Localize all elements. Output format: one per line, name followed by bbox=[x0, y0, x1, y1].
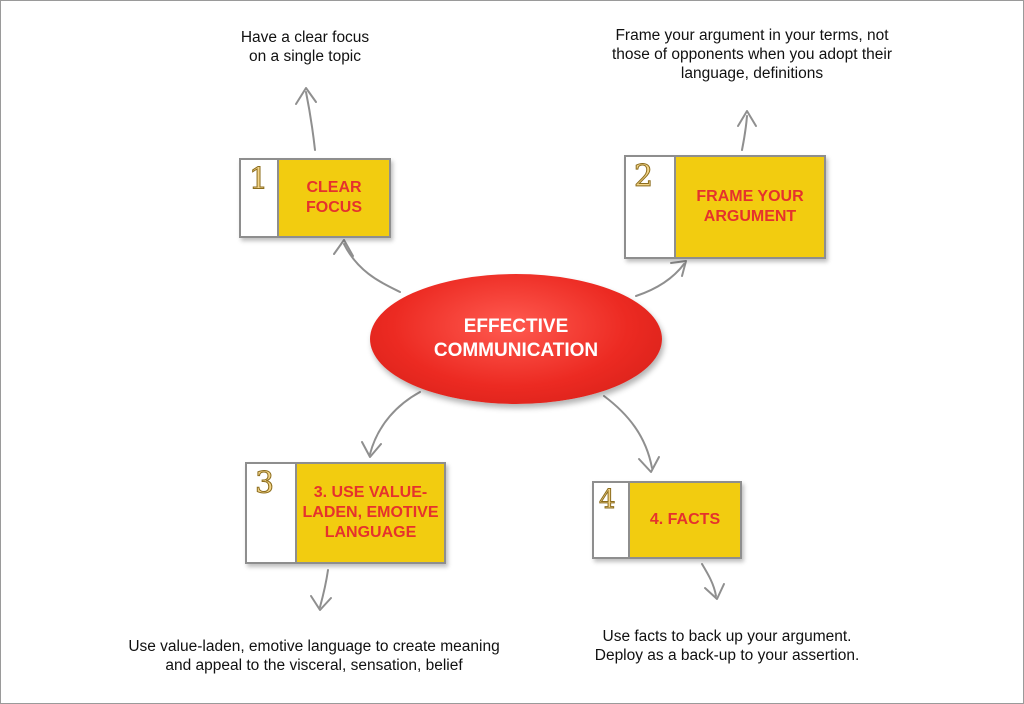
node-3-description: Use value-laden, emotive language to cre… bbox=[90, 637, 538, 675]
node-3-number: 3 bbox=[254, 466, 275, 502]
node-3-label-line: LADEN, EMOTIVE bbox=[302, 504, 439, 521]
node-4-number: 4 bbox=[599, 485, 617, 516]
arrow-node-1-to-description-1 bbox=[305, 91, 316, 151]
arrowhead-node-2-to-description-2 bbox=[737, 110, 757, 127]
node-2-label: FRAME YOUR ARGUMENT bbox=[674, 157, 824, 257]
node-1-label-line: CLEAR bbox=[306, 179, 362, 196]
node-3-card: 3 3. USE VALUE- LADEN, EMOTIVE LANGUAGE bbox=[245, 462, 446, 564]
node-3-label-line: LANGUAGE bbox=[324, 524, 417, 541]
arrow-center-to-node-1 bbox=[343, 243, 401, 293]
node-4-card: 4 4. FACTS bbox=[592, 481, 742, 559]
arrowhead-center-to-node-4 bbox=[638, 456, 660, 473]
node-2-number: 2 bbox=[633, 159, 654, 195]
center-label-line-1: EFFECTIVE bbox=[463, 316, 569, 337]
node-4-label: 4. FACTS bbox=[628, 483, 740, 557]
node-2-description: Frame your argument in your terms, not t… bbox=[572, 26, 932, 83]
node-2-description-line: Frame your argument in your terms, not bbox=[615, 27, 889, 44]
node-4-description: Use facts to back up your argument. Depl… bbox=[562, 627, 892, 665]
node-2-card: 2 FRAME YOUR ARGUMENT bbox=[624, 155, 826, 259]
node-4-number-cell: 4 bbox=[594, 483, 628, 557]
arrowhead-node-1-to-description-1 bbox=[295, 87, 317, 105]
arrowhead-node-4-to-description-4 bbox=[704, 583, 725, 600]
node-2-description-line: language, definitions bbox=[680, 65, 824, 82]
arrowhead-node-3-to-description-3 bbox=[310, 595, 332, 611]
node-1-number-cell: 1 bbox=[241, 160, 277, 236]
node-1-description-line: Have a clear focus bbox=[240, 29, 370, 46]
node-1-description: Have a clear focus on a single topic bbox=[205, 28, 405, 66]
node-2-label-line: FRAME YOUR bbox=[696, 188, 804, 205]
arrowhead-center-to-node-1 bbox=[333, 239, 354, 257]
node-2-number-cell: 2 bbox=[626, 157, 674, 257]
arrow-node-3-to-description-3 bbox=[319, 569, 329, 608]
node-3-description-line: Use value-laden, emotive language to cre… bbox=[128, 638, 500, 655]
node-2-label-line: ARGUMENT bbox=[703, 208, 797, 225]
node-3-number-cell: 3 bbox=[247, 464, 295, 562]
arrow-center-to-node-4 bbox=[603, 395, 653, 469]
arrowhead-center-to-node-3 bbox=[361, 441, 382, 458]
node-3-description-line: and appeal to the visceral, sensation, b… bbox=[165, 657, 463, 674]
arrow-node-2-to-description-2 bbox=[741, 115, 748, 151]
node-1-description-line: on a single topic bbox=[248, 48, 362, 65]
node-1-label-line: FOCUS bbox=[306, 199, 362, 216]
node-3-label-line: 3. USE VALUE- bbox=[313, 484, 428, 501]
node-3-label: 3. USE VALUE- LADEN, EMOTIVE LANGUAGE bbox=[295, 464, 444, 562]
arrow-center-to-node-2 bbox=[635, 263, 685, 297]
node-1-label: CLEAR FOCUS bbox=[277, 160, 389, 236]
node-1-card: 1 CLEAR FOCUS bbox=[239, 158, 391, 238]
arrow-center-to-node-3 bbox=[369, 391, 421, 455]
center-node: EFFECTIVE COMMUNICATION bbox=[370, 274, 662, 404]
node-4-label-line: 4. FACTS bbox=[649, 511, 721, 528]
center-label-line-2: COMMUNICATION bbox=[433, 340, 599, 361]
node-2-description-line: those of opponents when you adopt their bbox=[611, 46, 893, 63]
node-1-number: 1 bbox=[248, 162, 269, 198]
node-4-description-line: Deploy as a back-up to your assertion. bbox=[594, 647, 860, 664]
node-4-description-line: Use facts to back up your argument. bbox=[602, 628, 852, 645]
arrowhead-center-to-node-2 bbox=[670, 260, 687, 277]
arrow-node-4-to-description-4 bbox=[701, 563, 717, 597]
